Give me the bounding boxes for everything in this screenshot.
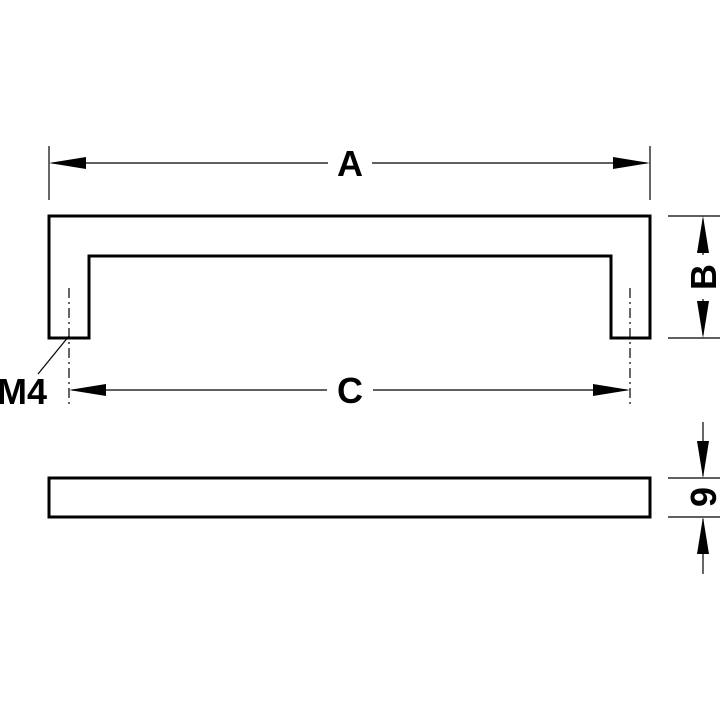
dimension-a-label-bg <box>328 140 372 186</box>
dimension-c-label-bg <box>327 367 373 413</box>
thread-label: M4 <box>0 371 47 412</box>
dimension-b-arrow-top <box>697 216 709 253</box>
dimension-thickness-arrow-top <box>697 441 709 478</box>
dimension-a: A <box>48 140 651 200</box>
dimension-c-arrow-left <box>69 384 106 396</box>
dimension-thickness: 9 <box>668 422 720 574</box>
dimension-c-arrow-right <box>593 384 630 396</box>
dimension-b-label: B <box>683 264 720 290</box>
handle-side-outline <box>47 476 652 519</box>
handle-front-outline <box>47 214 652 340</box>
dimension-a-arrow-left <box>49 157 86 169</box>
dimension-c: C <box>69 367 630 413</box>
dimension-thickness-arrow-bottom <box>697 517 709 554</box>
dimension-a-arrow-right <box>613 157 650 169</box>
thread-leader-line <box>37 335 70 375</box>
dimension-c-label: C <box>337 370 363 411</box>
dimension-b: B <box>668 215 720 339</box>
thread-callout: M4 <box>0 335 70 412</box>
dimension-a-label: A <box>337 143 363 184</box>
dimension-b-label-bg <box>684 255 720 299</box>
dimension-thickness-label: 9 <box>683 487 720 507</box>
dimension-b-arrow-bottom <box>697 301 709 338</box>
